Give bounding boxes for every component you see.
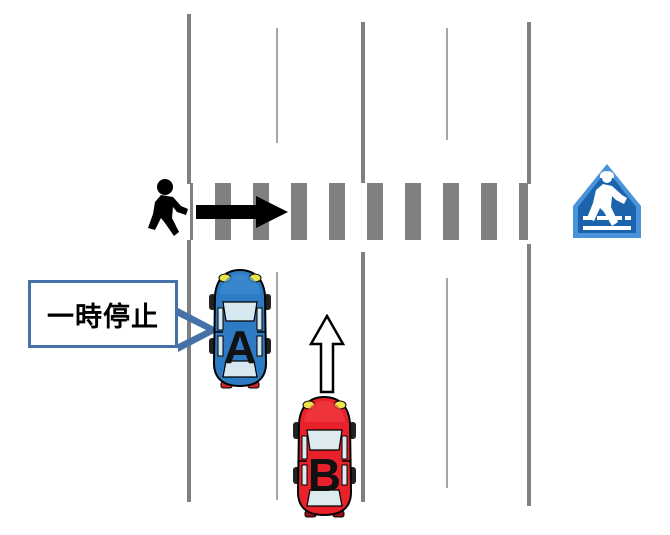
crosswalk-stripe: [307, 183, 329, 240]
car-b: B: [293, 395, 356, 520]
road-center-line-lower: [361, 252, 365, 502]
road-lane-divider-lower-left: [276, 272, 278, 500]
crosswalk-stripe: [383, 183, 405, 240]
road-right-edge-line-upper: [527, 22, 531, 184]
road-right-edge-line-lower: [527, 244, 531, 506]
road-left-edge-line-upper: [187, 14, 191, 184]
car-a: A: [209, 268, 271, 391]
pedestrian-direction-arrow: [196, 196, 288, 228]
crosswalk-stripe: [421, 183, 443, 240]
stop-callout-box: 一時停止: [28, 280, 178, 348]
road-lane-divider-lower-right: [446, 278, 448, 488]
car-direction-arrow: [308, 314, 346, 394]
road-left-edge-line-lower: [187, 240, 191, 502]
crosswalk: [190, 183, 528, 240]
stop-callout-pointer: [176, 306, 222, 354]
road-center-line-upper: [361, 22, 365, 184]
crosswalk-stripe: [459, 183, 481, 240]
road-lane-divider-upper-left: [276, 28, 278, 143]
stop-callout-label: 一時停止: [47, 301, 159, 333]
road-lane-divider-upper-right: [446, 28, 448, 140]
crosswalk-stripe: [345, 183, 367, 240]
crosswalk-stripe: [497, 183, 519, 240]
pedestrian-crossing-sign: [570, 162, 644, 242]
pedestrian-icon: [143, 178, 193, 242]
